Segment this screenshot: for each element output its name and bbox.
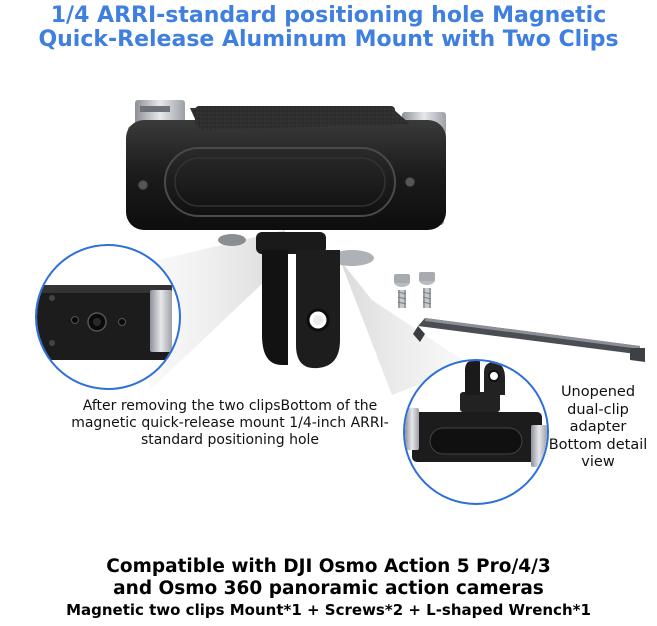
title-line-2: Quick-Release Aluminum Mount with Two Cl…	[38, 27, 619, 52]
action-mount-prongs	[256, 232, 340, 369]
l-shaped-wrench	[413, 318, 645, 362]
right-callout-beam	[340, 260, 470, 395]
footer-line-3: Magnetic two clips Mount*1 + Screws*2 + …	[66, 601, 591, 619]
left-detail-circle	[35, 244, 181, 390]
screw-right	[419, 272, 435, 308]
title-line-1: 1/4 ARRI-standard positioning hole Magne…	[50, 3, 607, 28]
right-detail-circle	[403, 359, 549, 505]
right-callout-caption: Unopened dual-clip adapter Bottom detail…	[548, 384, 648, 470]
footer-line-1: Compatible with DJI Osmo Action 5 Pro/4/…	[106, 556, 551, 577]
main-mount	[126, 100, 446, 266]
footer-line-2: and Osmo 360 panoramic action cameras	[113, 578, 544, 599]
left-callout-beam	[150, 230, 285, 390]
screw-left	[394, 274, 410, 308]
left-callout-caption: After removing the two clipsBottom of th…	[71, 398, 389, 448]
